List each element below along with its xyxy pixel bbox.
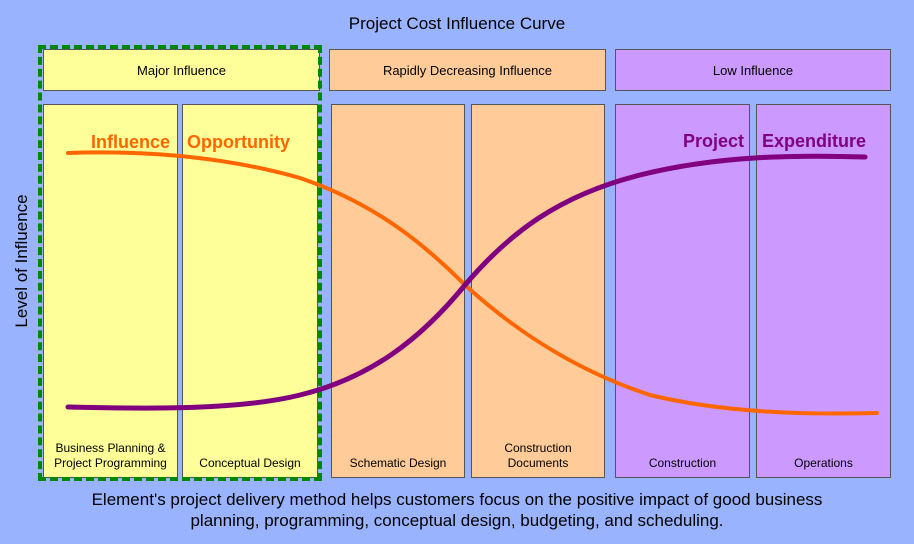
project-expenditure-curve [65,153,868,411]
y-axis-label: Level of Influence [12,194,31,328]
phase-label: Business Planning & Project Programming [54,441,167,470]
phase-business-planning: Business Planning & Project Programming [43,104,178,478]
influence-opportunity-curve [66,150,879,416]
phase-label: Schematic Design [349,456,447,470]
phase-label: Operations [794,456,853,470]
phase-label: Construction Documents [504,441,572,470]
phase-label: Conceptual Design [199,456,301,470]
major-influence-highlight [38,45,322,481]
phase-schematic-design: Schematic Design [331,104,465,478]
opportunity-label: Opportunity [187,132,290,152]
project-label: Project [683,131,745,151]
band-label: Low Influence [712,62,794,78]
influence-label: Influence [91,132,171,152]
phase-operations: Operations [756,104,891,478]
band-label: Major Influence [137,62,226,78]
band-low-influence: Low Influence [615,49,891,91]
diagram-title: Project Cost Influence Curve [348,14,566,33]
band-rapidly-decreasing-influence: Rapidly Decreasing Influence [329,49,606,91]
phase-label: Construction [648,456,717,470]
band-label: Rapidly Decreasing Influence [382,62,553,78]
expenditure-label: Expenditure [762,131,867,151]
footer-caption: Element's project delivery method helps … [0,489,914,531]
footer-text: Element's project delivery method helps … [91,490,823,530]
